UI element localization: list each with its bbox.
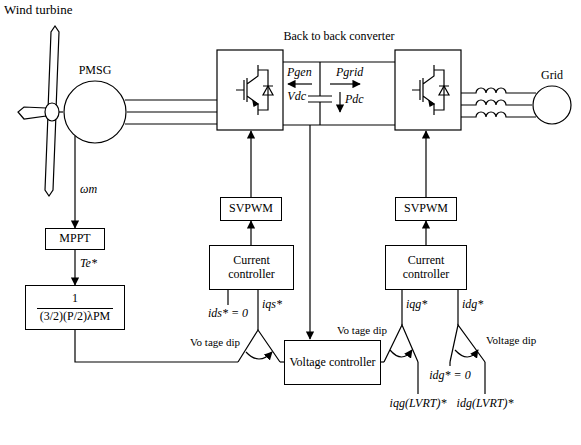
node-text: SVPWM [404, 202, 448, 216]
switch-arc [455, 350, 478, 357]
signal-label: Pgrid [336, 66, 363, 79]
power-arrow [288, 83, 312, 84]
gate-signal [425, 131, 426, 197]
vdc-feedback [309, 125, 310, 339]
node-text: Grid [541, 69, 563, 83]
turbine-blade [48, 26, 59, 110]
signal-label: idg(LVRT)* [457, 397, 514, 410]
grid-source: Grid [532, 85, 572, 125]
node-text: Current controller [210, 254, 293, 282]
phase-wire [125, 123, 217, 124]
signal-label: iqg(LVRT)* [390, 397, 447, 410]
signal-connector [425, 221, 426, 245]
circle-outline [64, 81, 126, 143]
reference-wire [417, 362, 418, 394]
igbt-symbol [236, 65, 273, 115]
controller-box: Current controller [385, 245, 467, 290]
node-text: MPPT [59, 232, 90, 246]
note-label: Voltage dip [486, 334, 536, 346]
circle-outline [533, 86, 571, 124]
node-text: 1 [72, 292, 78, 306]
reference-wire [457, 290, 458, 325]
node-text: Voltage controller [289, 356, 375, 370]
signal-label: idg* = 0 [429, 369, 470, 382]
generator-circle: PMSG [63, 80, 127, 144]
node-text: PMSG [79, 64, 112, 78]
power-arrow [330, 83, 360, 84]
signal-connector [250, 221, 251, 245]
turbine-hub [45, 103, 59, 121]
gate-signal [250, 131, 251, 197]
switch-arc [390, 350, 412, 357]
signal-label: iqs* [262, 298, 282, 311]
signal-label: Pgen [287, 66, 312, 79]
reference-wire [227, 290, 228, 305]
signal-label: iqg* [406, 298, 427, 311]
shaft [59, 111, 63, 112]
converter-box [395, 50, 461, 130]
node-text: SVPWM [229, 202, 273, 216]
phase-wire [127, 111, 217, 112]
part-name: Wind turbine [4, 3, 72, 17]
signal-label: ωm [80, 183, 97, 196]
switch-symbol [384, 325, 418, 362]
note-label: Vo tage dip [336, 324, 388, 336]
dc-bus [283, 61, 395, 62]
turbine-blade [45, 114, 56, 196]
converter-box [217, 50, 283, 130]
switch-symbol [450, 325, 485, 362]
node-text: (3/2)(P/2)λPM [37, 308, 114, 324]
reference-wire [484, 362, 485, 394]
switch-symbol [238, 330, 280, 362]
circle-outline [63, 80, 127, 144]
turbine-blade [18, 107, 46, 119]
part-name: Back to back converter [284, 30, 395, 43]
igbt-symbol [412, 65, 449, 115]
reference-wire [401, 290, 402, 325]
phase-wire [125, 99, 217, 100]
dc-bus [283, 124, 395, 125]
grid-inductor [461, 112, 536, 117]
signal-label: idg* [462, 298, 483, 311]
switch-arc [246, 352, 272, 359]
controller-box: Voltage controller [284, 340, 381, 385]
signal-connector [74, 136, 75, 228]
reference-wire [449, 362, 450, 366]
grid-inductor [461, 88, 536, 93]
signal-label: Vdc [287, 90, 306, 103]
signal-label: Pdc [345, 93, 364, 106]
circle-outline [532, 85, 572, 125]
svpwm-box: SVPWM [395, 197, 457, 221]
signal-label: Te* [80, 257, 97, 270]
grid-inductor [461, 100, 532, 105]
mppt-box: MPPT [45, 228, 105, 250]
signal-label: ids* = 0 [208, 307, 248, 320]
controller-box: Current controller [209, 245, 294, 290]
reference-wire [257, 290, 258, 330]
signal-connector [74, 250, 75, 285]
gain-box: 1 (3/2)(P/2)λPM [25, 285, 125, 330]
svpwm-box: SVPWM [220, 197, 282, 221]
note-label: Vo tage dip [190, 336, 240, 348]
node-text: Current controller [386, 254, 466, 282]
power-arrow [339, 92, 340, 112]
